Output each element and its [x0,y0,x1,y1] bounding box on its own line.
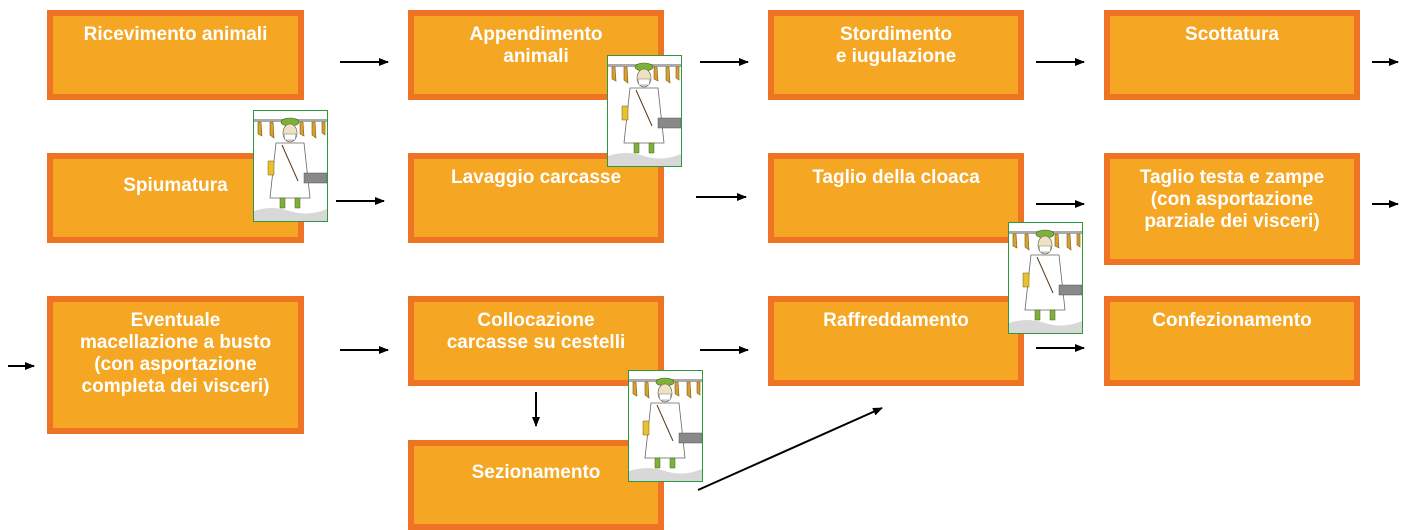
worker-illustration-icon [1008,222,1083,334]
worker-figure [629,377,702,481]
step-sezionamento: Sezionamento [408,440,664,530]
step-lavaggio-carcasse: Lavaggio carcasse [408,153,664,243]
worker-illustration-icon [628,370,703,482]
step-taglio-testa-zampe: Taglio testa e zampe (con asportazione p… [1104,153,1360,265]
worker-illustration-icon [607,55,682,167]
step-stordimento-iugulazione: Stordimento e iugulazione [768,10,1024,100]
worker-figure [1009,229,1082,333]
step-collocazione-cestelli: Collocazione carcasse su cestelli [408,296,664,386]
step-ricevimento-animali: Ricevimento animali [47,10,304,100]
step-scottatura: Scottatura [1104,10,1360,100]
worker-figure [254,117,327,221]
worker-figure [608,62,681,166]
step-confezionamento: Confezionamento [1104,296,1360,386]
step-raffreddamento: Raffreddamento [768,296,1024,386]
arrow-13-to-11 [697,407,883,491]
worker-illustration-icon [253,110,328,222]
step-macellazione-a-busto: Eventuale macellazione a busto (con aspo… [47,296,304,434]
step-taglio-cloaca: Taglio della cloaca [768,153,1024,243]
